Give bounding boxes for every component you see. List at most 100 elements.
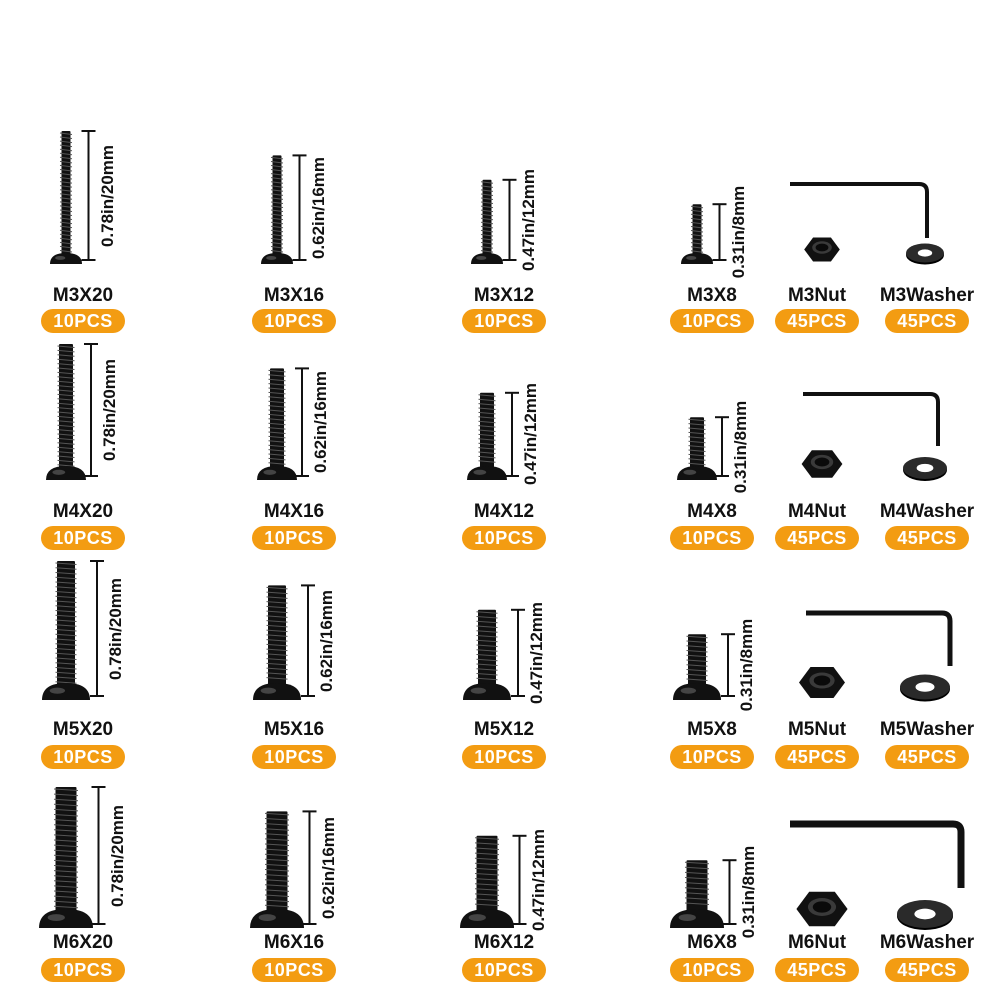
dimension-bracket	[81, 130, 96, 261]
quantity-badge: 10PCS	[252, 526, 336, 550]
part-label: M6X12	[473, 932, 535, 953]
part-label: M5X12	[473, 719, 535, 740]
part-label: M4X12	[473, 501, 535, 522]
screw-m5x12	[463, 608, 525, 700]
part-label: M3X16	[263, 285, 325, 306]
part-label: M5X16	[263, 719, 325, 740]
screw-m6x16	[250, 810, 317, 928]
part-label: M3Nut	[787, 285, 847, 306]
dimension-bracket	[511, 608, 525, 697]
quantity-badge: 45PCS	[885, 745, 969, 769]
quantity-badge: 45PCS	[775, 745, 859, 769]
dimension-bracket	[721, 633, 735, 697]
part-label: M5Nut	[787, 719, 847, 740]
part-label: M4X8	[687, 501, 737, 522]
quantity-badge: 10PCS	[462, 958, 546, 982]
quantity-badge: 45PCS	[885, 309, 969, 333]
quantity-badge: 10PCS	[462, 309, 546, 333]
quantity-badge: 45PCS	[885, 526, 969, 550]
dimension-label: 0.31in/8mm	[731, 400, 750, 493]
dimension-label: 0.62in/16mm	[318, 816, 338, 919]
dimension-bracket	[715, 416, 729, 477]
quantity-badge: 10PCS	[670, 526, 754, 550]
dimension-label: 0.47in/12mm	[527, 601, 546, 704]
part-label: M6X16	[263, 932, 325, 953]
dimension-bracket	[722, 859, 737, 925]
dimension-bracket	[301, 584, 315, 697]
part-label: M3X12	[473, 285, 535, 306]
dimension-bracket	[292, 154, 307, 261]
flat-washer	[900, 674, 950, 702]
dimension-bracket	[91, 786, 106, 925]
screw-m4x12	[467, 391, 519, 480]
quantity-badge: 10PCS	[252, 958, 336, 982]
hex-nut	[796, 891, 848, 927]
screw-m4x16	[257, 367, 309, 480]
dimension-bracket	[712, 203, 727, 261]
dimension-label: 0.78in/20mm	[107, 804, 127, 907]
quantity-badge: 10PCS	[41, 309, 125, 333]
hex-key-wrench	[803, 392, 940, 446]
screw-m3x12	[471, 178, 517, 264]
part-label: M6X20	[52, 932, 114, 953]
dimension-label: 0.62in/16mm	[317, 589, 336, 692]
screw-m3x20	[50, 130, 96, 264]
dimension-label: 0.78in/20mm	[97, 144, 117, 247]
dimension-bracket	[295, 367, 309, 477]
screw-m4x8	[677, 416, 729, 480]
screw-m4x20	[46, 343, 98, 480]
quantity-badge: 10PCS	[252, 309, 336, 333]
dimension-label: 0.31in/8mm	[737, 618, 756, 712]
part-label: M6X8	[687, 932, 737, 953]
part-label: M6Washer	[879, 932, 975, 953]
screw-m6x8	[670, 859, 737, 928]
quantity-badge: 45PCS	[775, 958, 859, 982]
quantity-badge: 45PCS	[885, 958, 969, 982]
quantity-badge: 10PCS	[41, 526, 125, 550]
part-label: M3X20	[52, 285, 114, 306]
dimension-label: 0.78in/20mm	[100, 358, 119, 462]
flat-washer	[897, 900, 953, 930]
dimension-bracket	[512, 834, 527, 925]
quantity-badge: 10PCS	[462, 745, 546, 769]
part-label: M3Washer	[879, 285, 975, 306]
flat-washer	[906, 243, 944, 265]
dimension-label: 0.31in/8mm	[738, 845, 758, 939]
hex-nut	[801, 450, 843, 478]
hex-key-wrench	[790, 820, 965, 888]
screw-m5x20	[42, 560, 104, 700]
part-label: M4Nut	[787, 501, 847, 522]
hex-nut	[799, 667, 845, 698]
quantity-badge: 10PCS	[462, 526, 546, 550]
dimension-label: 0.62in/16mm	[311, 371, 330, 474]
quantity-badge: 10PCS	[41, 958, 125, 982]
part-label: M4Washer	[879, 501, 975, 522]
quantity-badge: 10PCS	[252, 745, 336, 769]
screw-m5x16	[253, 584, 315, 700]
quantity-badge: 45PCS	[775, 526, 859, 550]
screw-m6x20	[39, 786, 106, 928]
dimension-bracket	[90, 560, 104, 697]
hex-key-wrench	[806, 610, 953, 666]
dimension-bracket	[302, 810, 317, 925]
dimension-bracket	[502, 178, 517, 261]
dimension-label: 0.78in/20mm	[106, 577, 125, 680]
dimension-label: 0.31in/8mm	[728, 185, 748, 279]
screw-m6x12	[460, 834, 527, 928]
quantity-badge: 45PCS	[775, 309, 859, 333]
hex-nut	[804, 237, 840, 262]
part-label: M4X16	[263, 501, 325, 522]
flat-washer	[903, 457, 947, 481]
screw-m3x16	[261, 154, 307, 264]
part-label: M3X8	[687, 285, 737, 306]
dimension-label: 0.47in/12mm	[528, 828, 548, 931]
quantity-badge: 10PCS	[670, 309, 754, 333]
part-label: M5X8	[687, 719, 737, 740]
screw-m3x8	[681, 203, 727, 264]
part-label: M6Nut	[787, 932, 847, 953]
dimension-bracket	[84, 343, 98, 477]
screw-m5x8	[673, 633, 735, 700]
dimension-label: 0.47in/12mm	[521, 383, 540, 486]
quantity-badge: 10PCS	[41, 745, 125, 769]
